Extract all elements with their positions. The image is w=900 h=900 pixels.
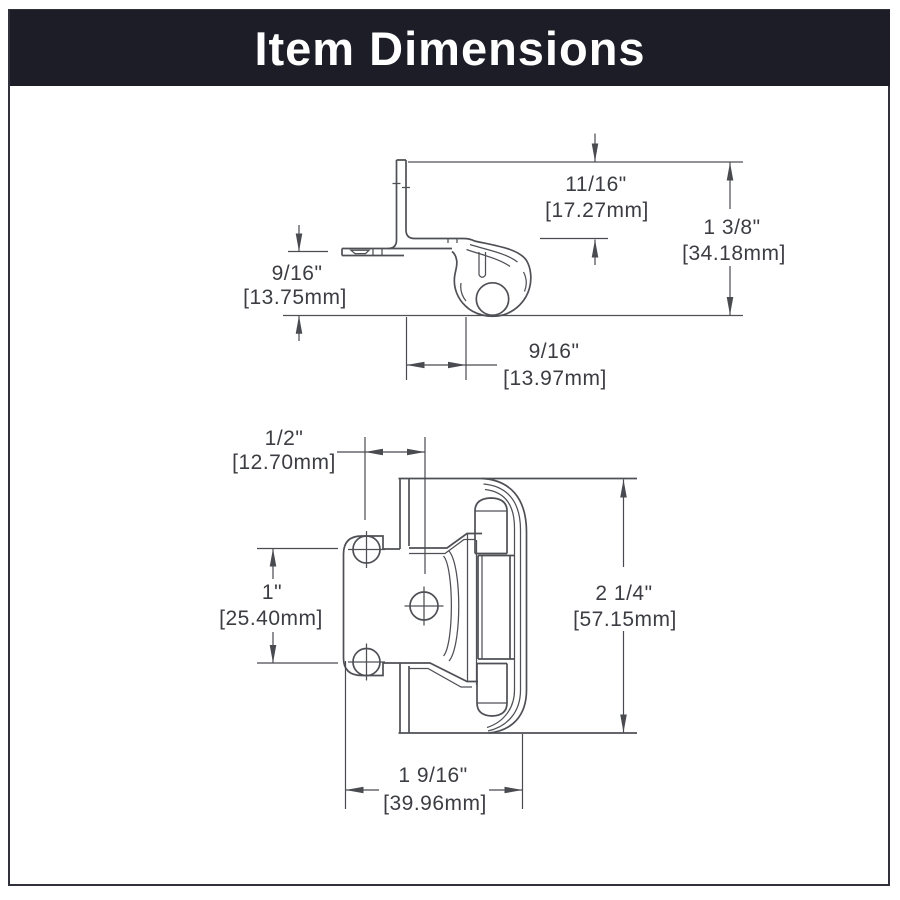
barrel-bottom-cap [476,662,508,717]
arm-bend-ticks [392,182,410,189]
title-bar: Item Dimensions [10,10,890,86]
dim-hole-spacing: 1" [25.40mm] [219,547,338,664]
top-tab [399,478,410,549]
barrel-knuckle [477,554,515,660]
dim-top-offset: 11/16" [17.27mm] [540,133,649,265]
dim-label: 1/2" [265,427,304,450]
hinge-arm-outline [387,159,463,250]
page-title: Item Dimensions [254,21,646,75]
dim-label: 2 1/4" [595,582,652,605]
dim-front-width: 1 9/16" [39.96mm] [344,661,524,815]
bottom-zigzag-inner [409,667,472,688]
screw-hole-center [404,586,444,626]
front-view-drawing: 1/2" [12.70mm] 1" [25.40mm] 2 1/4" [57.1… [219,427,677,815]
dim-label-mm: [25.40mm] [219,607,323,630]
dim-label-mm: [57.15mm] [573,608,677,631]
dim-label-mm: [12.70mm] [232,451,336,474]
bottom-zigzag [400,662,478,683]
dim-label-mm: [13.97mm] [503,367,607,390]
dim-label-mm: [17.27mm] [545,199,649,222]
flange-slot [349,249,371,255]
flange-outline [341,247,452,257]
dim-label-mm: [39.96mm] [383,792,487,815]
side-view-drawing: 11/16" [17.27mm] 1 3/8" [34.18mm] 9/16" … [243,133,786,390]
dim-label-mm: [34.18mm] [682,242,786,265]
screw-hole-bottom [348,643,385,681]
knuckle-outer-curl [451,237,532,318]
dim-label: 9/16" [272,262,323,285]
flange-ticks [372,238,458,256]
dim-front-height: 2 1/4" [57.15mm] [573,479,677,733]
page-border [8,9,890,886]
bottom-tab [399,663,410,733]
dim-overlay: 1/2" [12.70mm] [232,427,426,574]
screw-hole-top [348,531,385,568]
dim-side-height: 1 3/8" [34.18mm] [682,162,786,315]
curl-inner-lines [460,243,527,302]
dim-label: 1" [262,581,282,604]
hinge-pin-circle [475,281,510,317]
barrel-top-cap [474,497,508,555]
wing-outline [342,535,400,677]
dim-label-mm: [13.75mm] [243,286,347,309]
top-zigzag [409,532,482,549]
dim-wing-drop: 9/16" [13.75mm] [243,225,347,341]
dim-label: 9/16" [529,340,580,363]
top-zigzag-inner [409,538,476,555]
dim-knuckle-gap: 9/16" [13.97mm] [405,317,607,390]
dim-label: 1 9/16" [398,764,467,787]
sleeve-curl [481,477,528,734]
cavity-lens [442,534,478,685]
dim-label: 11/16" [565,173,626,196]
dim-label: 1 3/8" [703,216,760,239]
